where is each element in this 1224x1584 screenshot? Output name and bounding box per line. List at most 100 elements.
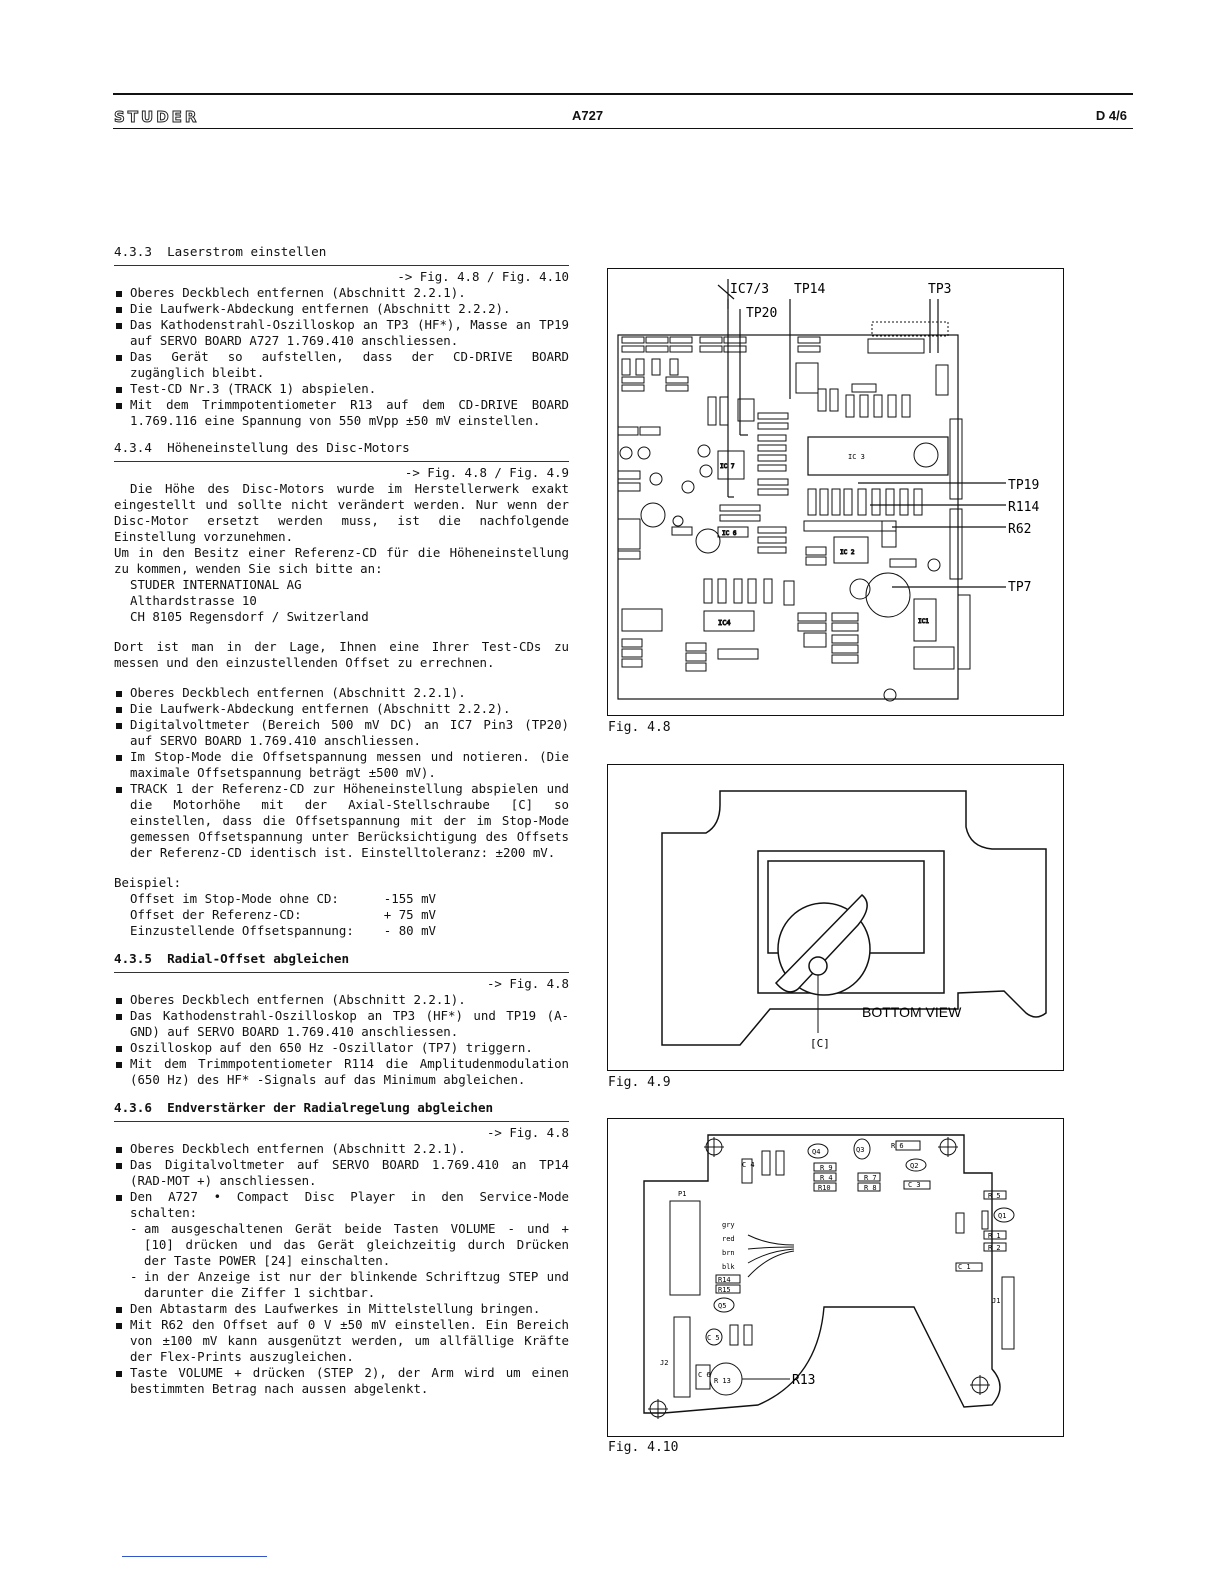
connector-j2: J2 <box>660 1359 668 1367</box>
list-item: TRACK 1 der Referenz-CD zur Höheneinstel… <box>114 781 569 861</box>
list-item: Das Kathodenstrahl-Oszilloskop an TP3 (H… <box>114 317 569 349</box>
part-label: C 3 <box>908 1181 921 1189</box>
list-item: Test-CD Nr.3 (TRACK 1) abspielen. <box>114 381 569 397</box>
section-title: 4.3.3 Laserstrom einstellen <box>114 244 569 266</box>
list-item: Oberes Deckblech entfernen (Abschnitt 2.… <box>114 285 569 301</box>
section-title: 4.3.6 Endverstärker der Radialregelung a… <box>114 1100 569 1122</box>
part-label: R 1 <box>988 1232 1001 1240</box>
step-list: Den Abtastarm des Laufwerkes in Mittelst… <box>114 1301 569 1397</box>
address-line: STUDER INTERNATIONAL AG <box>130 577 302 592</box>
list-item: Oberes Deckblech entfernen (Abschnitt 2.… <box>114 992 569 1008</box>
part-label: C 4 <box>742 1161 755 1169</box>
step-list: Oberes Deckblech entfernen (Abschnitt 2.… <box>114 1141 569 1221</box>
part-label: Q5 <box>718 1302 726 1310</box>
part-label: R15 <box>718 1286 731 1294</box>
part-label: R 7 <box>864 1174 877 1182</box>
bottom-view-label: BOTTOM VIEW <box>862 1004 962 1020</box>
figure-4-9: BOTTOM VIEW [C] <box>607 764 1064 1071</box>
part-label: R 9 <box>820 1164 833 1172</box>
address-line: Althardstrasse 10 <box>130 593 257 608</box>
part-label: Q3 <box>856 1146 864 1154</box>
sub-item: in der Anzeige ist nur der blinkende Sch… <box>130 1269 569 1301</box>
connector-p1: P1 <box>678 1190 686 1198</box>
label-tp3: TP3 <box>928 282 951 297</box>
model-number: A727 <box>572 108 604 123</box>
part-label: Q1 <box>998 1212 1006 1220</box>
list-item: Mit R62 den Offset auf 0 V ±50 mV einste… <box>114 1317 569 1365</box>
example-label: Einzustellende Offsetspannung: <box>130 923 354 938</box>
screw-c-label: [C] <box>810 1037 830 1050</box>
sub-item: am ausgeschaltenen Gerät beide Tasten VO… <box>130 1221 569 1269</box>
step-list: Oberes Deckblech entfernen (Abschnitt 2.… <box>114 992 569 1088</box>
part-label: R 8 <box>864 1184 877 1192</box>
list-item: Den A727 • Compact Disc Player in den Se… <box>114 1189 569 1221</box>
list-item: Mit dem Trimmpotentiometer R114 die Ampl… <box>114 1056 569 1088</box>
text-column: 4.3.3 Laserstrom einstellen -> Fig. 4.8 … <box>114 244 569 1397</box>
step-list: Oberes Deckblech entfernen (Abschnitt 2.… <box>114 285 569 429</box>
example-value: + 75 mV <box>383 907 436 922</box>
list-item: Das Gerät so aufstellen, dass der CD-DRI… <box>114 349 569 381</box>
footer-link-rule <box>122 1556 267 1557</box>
figure-caption: Fig. 4.10 <box>608 1440 679 1455</box>
figure-reference: -> Fig. 4.8 / Fig. 4.10 <box>397 269 569 284</box>
figure-4-8: IC 3 IC 7 <box>607 268 1064 716</box>
part-label: R 5 <box>988 1192 1001 1200</box>
part-label: C 5 <box>707 1334 720 1342</box>
sub-list: am ausgeschaltenen Gerät beide Tasten VO… <box>114 1221 569 1301</box>
wire-brn: brn <box>722 1249 735 1257</box>
list-item: Oberes Deckblech entfernen (Abschnitt 2.… <box>114 685 569 701</box>
wire-red: red <box>722 1235 735 1243</box>
header-rule <box>113 93 1133 95</box>
section-title: 4.3.5 Radial-Offset abgleichen <box>114 951 569 973</box>
figure-4-10: R 6 R 9 R 4 R10 R 7 R 8 R 5 R 1 R 2 R14 … <box>607 1118 1064 1437</box>
list-item: Das Digitalvoltmeter auf SERVO BOARD 1.7… <box>114 1157 569 1189</box>
part-label: R 13 <box>714 1377 731 1385</box>
label-ic7-3: IC7/3 <box>730 282 769 297</box>
brand-logo: STUDER <box>113 108 200 127</box>
part-label: R 6 <box>891 1142 904 1150</box>
list-item: Oszilloskop auf den 650 Hz -Oszillator (… <box>114 1040 569 1056</box>
list-item: Die Laufwerk-Abdeckung entfernen (Abschn… <box>114 701 569 717</box>
connector-j1: J1 <box>992 1297 1000 1305</box>
cd-drive-board-diagram: R 6 R 9 R 4 R10 R 7 R 8 R 5 R 1 R 2 R14 … <box>643 1134 1015 1419</box>
example-value: -155 mV <box>383 891 436 906</box>
example-label: Offset im Stop-Mode ohne CD: <box>130 891 339 906</box>
label-tp7: TP7 <box>1008 580 1031 595</box>
part-label: R 4 <box>820 1174 833 1182</box>
label-tp19: TP19 <box>1008 478 1039 493</box>
list-item: Die Laufwerk-Abdeckung entfernen (Abschn… <box>114 301 569 317</box>
bottom-view-diagram: BOTTOM VIEW [C] <box>661 790 1047 1050</box>
list-item: Das Kathodenstrahl-Oszilloskop an TP3 (H… <box>114 1008 569 1040</box>
figure-reference: -> Fig. 4.8 <box>486 976 569 991</box>
section-title: 4.3.4 Höheneinstellung des Disc-Motors <box>114 440 569 462</box>
list-item: Oberes Deckblech entfernen (Abschnitt 2.… <box>114 1141 569 1157</box>
label-tp20: TP20 <box>746 306 777 321</box>
ic2-label: IC 2 <box>840 549 855 556</box>
example-title: Beispiel: <box>114 875 182 890</box>
header-rule-bottom <box>113 128 1133 129</box>
example-value: - 80 mV <box>383 923 436 938</box>
list-item: Mit dem Trimmpotentiometer R13 auf dem C… <box>114 397 569 429</box>
wire-blk: blk <box>722 1263 735 1271</box>
figure-reference: -> Fig. 4.8 / Fig. 4.9 <box>404 465 569 480</box>
example-label: Offset der Referenz-CD: <box>130 907 302 922</box>
part-label: Q4 <box>812 1148 820 1156</box>
servo-board-diagram: IC 3 IC 7 <box>617 279 1039 702</box>
part-label: R10 <box>818 1184 831 1192</box>
figure-reference: -> Fig. 4.8 <box>486 1125 569 1140</box>
label-r62: R62 <box>1008 522 1031 537</box>
label-tp14: TP14 <box>794 282 825 297</box>
label-r114: R114 <box>1008 500 1039 515</box>
step-list: Oberes Deckblech entfernen (Abschnitt 2.… <box>114 685 569 861</box>
ic3-label: IC 3 <box>848 453 865 461</box>
part-label: Q2 <box>910 1162 918 1170</box>
example-table: Offset im Stop-Mode ohne CD: -155 mV Off… <box>114 891 569 939</box>
paragraph: Um in den Besitz einer Referenz-CD für d… <box>114 545 569 576</box>
part-label: R 2 <box>988 1244 1001 1252</box>
ic6-label: IC 6 <box>722 530 737 537</box>
list-item: Digitalvoltmeter (Bereich 500 mV DC) an … <box>114 717 569 749</box>
ic1-label: IC1 <box>918 618 929 625</box>
part-label: R14 <box>718 1276 731 1284</box>
ic4-label: IC4 <box>718 619 731 627</box>
part-label: C 1 <box>958 1263 971 1271</box>
